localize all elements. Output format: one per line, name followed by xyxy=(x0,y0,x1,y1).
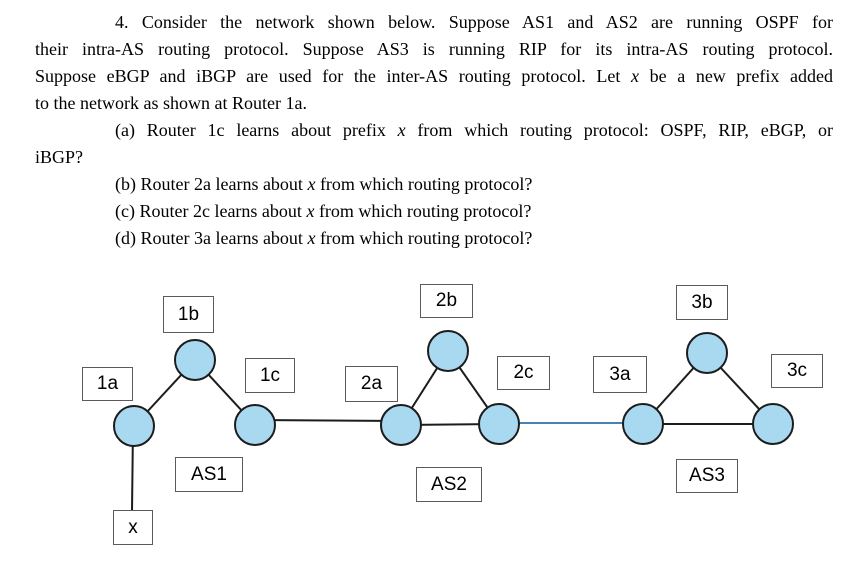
question-c-post: from which routing protocol? xyxy=(314,201,532,221)
intro-line-4-text: to the network as shown at Router 1a. xyxy=(35,93,307,113)
router-label-3c: 3c xyxy=(771,354,823,388)
intro-line-4: to the network as shown at Router 1a. xyxy=(35,90,833,117)
intro-line-2: their intra-AS routing protocol. Suppose… xyxy=(35,36,833,63)
intro-line-2-text: their intra-AS routing protocol. Suppose… xyxy=(35,39,833,59)
router-3b-node xyxy=(686,332,728,374)
question-b-pre: (b) Router 2a learns about xyxy=(115,174,308,194)
question-a-line-2: iBGP? xyxy=(35,144,833,171)
as2-label: AS2 xyxy=(416,467,482,502)
router-2c-node xyxy=(478,403,520,445)
router-1c-node xyxy=(234,404,276,446)
problem-text: 4. Consider the network shown below. Sup… xyxy=(35,9,833,252)
router-3a-node xyxy=(622,403,664,445)
router-3c-node xyxy=(752,403,794,445)
as3-label: AS3 xyxy=(676,459,738,493)
question-b: (b) Router 2a learns about x from which … xyxy=(35,171,833,198)
as1-label: AS1 xyxy=(175,457,243,492)
intro-line-3-x: x xyxy=(631,66,640,86)
router-label-2c: 2c xyxy=(497,356,550,390)
router-label-3b: 3b xyxy=(676,285,728,320)
question-a-post: from which routing protocol: OSPF, RIP, … xyxy=(405,120,834,140)
router-1a-node xyxy=(113,405,155,447)
intro-line-3: Suppose eBGP and iBGP are used for the i… xyxy=(35,63,833,90)
question-d-post: from which routing protocol? xyxy=(315,228,533,248)
question-c-pre: (c) Router 2c learns about xyxy=(115,201,307,221)
question-a-pre: (a) Router 1c learns about prefix xyxy=(115,120,398,140)
router-1b-node xyxy=(174,339,216,381)
router-label-1b: 1b xyxy=(163,296,214,333)
router-label-2b: 2b xyxy=(420,284,473,318)
question-c: (c) Router 2c learns about x from which … xyxy=(35,198,833,225)
intro-line-1-text: 4. Consider the network shown below. Sup… xyxy=(115,12,833,32)
intro-line-3-post: be a new prefix added xyxy=(639,66,833,86)
router-2a-node xyxy=(380,404,422,446)
question-a-line-1: (a) Router 1c learns about prefix x from… xyxy=(35,117,833,144)
router-label-1a: 1a xyxy=(82,367,133,401)
question-d: (d) Router 3a learns about x from which … xyxy=(35,225,833,252)
router-2b-node xyxy=(427,330,469,372)
router-label-2a: 2a xyxy=(345,366,398,402)
question-c-x: x xyxy=(306,201,315,221)
link-1c-2a xyxy=(254,419,402,422)
intro-line-3-pre: Suppose eBGP and iBGP are used for the i… xyxy=(35,66,632,86)
question-d-x: x xyxy=(307,228,316,248)
question-b-post: from which routing protocol? xyxy=(315,174,533,194)
question-b-x: x xyxy=(307,174,316,194)
prefix-x-label: x xyxy=(113,510,153,545)
router-label-3a: 3a xyxy=(593,356,647,393)
question-a-cont: iBGP? xyxy=(35,147,84,167)
router-label-1c: 1c xyxy=(245,358,295,393)
intro-line-1: 4. Consider the network shown below. Sup… xyxy=(35,9,833,36)
question-a-x: x xyxy=(397,120,406,140)
question-d-pre: (d) Router 3a learns about xyxy=(115,228,308,248)
